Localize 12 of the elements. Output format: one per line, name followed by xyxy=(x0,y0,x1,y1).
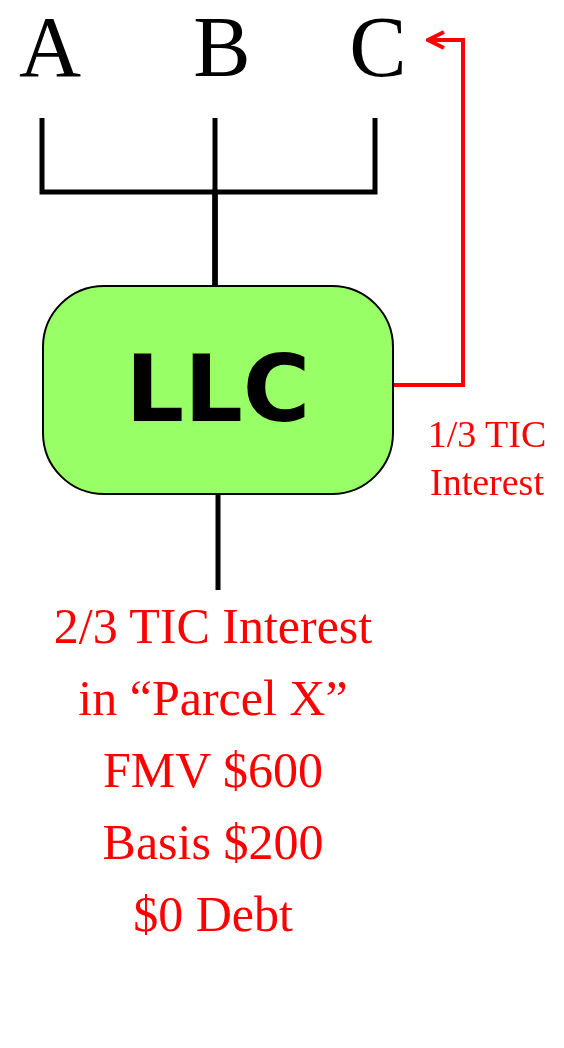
letter-label: C xyxy=(336,0,420,118)
node-text: $0 Debt xyxy=(133,885,293,944)
node-text: Basis $200 xyxy=(102,813,324,872)
rounded-box xyxy=(42,285,394,495)
letter-label: B xyxy=(180,0,264,118)
arrow xyxy=(394,30,465,387)
node-text: LLC xyxy=(125,344,311,436)
node-text: FMV $600 xyxy=(103,741,323,800)
connector-line xyxy=(212,118,378,285)
connector-line xyxy=(215,495,221,590)
node-text: 2/3 TIC Interest in “Parcel X” xyxy=(52,597,374,728)
letter-label: A xyxy=(8,0,92,118)
